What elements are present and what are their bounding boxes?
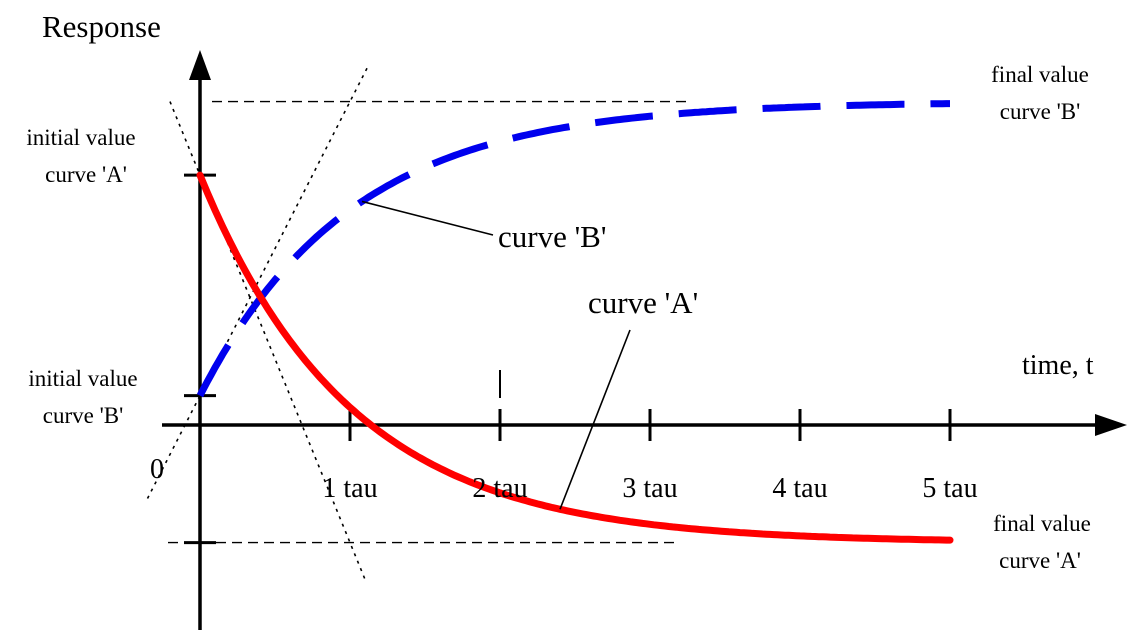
curve-b-tangent-guide xyxy=(146,65,369,499)
x-tick-label: 1 tau xyxy=(322,473,377,504)
x-tick-label: 4 tau xyxy=(772,473,827,504)
guide-lines xyxy=(146,65,692,580)
final-value-a-label-line2: curve 'A' xyxy=(999,548,1081,573)
x-tick-label: 3 tau xyxy=(622,473,677,504)
final-value-b-label-line2: curve 'B' xyxy=(1000,99,1080,124)
curve-b-label: curve 'B' xyxy=(498,219,606,254)
x-tick-labels: 1 tau 2 tau 3 tau 4 tau 5 tau xyxy=(322,473,977,504)
curve-b-leader-line xyxy=(361,200,494,236)
curve-a-tangent-guide xyxy=(169,101,366,580)
origin-label: 0 xyxy=(150,454,164,485)
final-value-b-label-line1: final value xyxy=(991,62,1089,87)
y-axis-arrowhead xyxy=(189,50,211,80)
initial-value-b-label-line1: initial value xyxy=(28,366,137,391)
initial-value-b-label-line2: curve 'B' xyxy=(43,403,123,428)
final-value-a-label-line1: final value xyxy=(993,511,1091,536)
curve-a-leader-line xyxy=(559,329,631,510)
initial-value-a-label-line2: curve 'A' xyxy=(45,162,127,187)
initial-value-a-label-line1: initial value xyxy=(26,125,135,150)
x-axis-title: time, t xyxy=(1022,350,1094,381)
x-tick-label: 2 tau xyxy=(472,473,527,504)
axes xyxy=(162,50,1127,630)
x-tick-label: 5 tau xyxy=(922,473,977,504)
x-axis-arrowhead xyxy=(1095,414,1127,436)
curve-a-line xyxy=(196,171,954,544)
curve-a-label: curve 'A' xyxy=(588,285,698,320)
curve-b-line xyxy=(196,100,950,398)
y-axis-title: Response xyxy=(42,9,161,44)
